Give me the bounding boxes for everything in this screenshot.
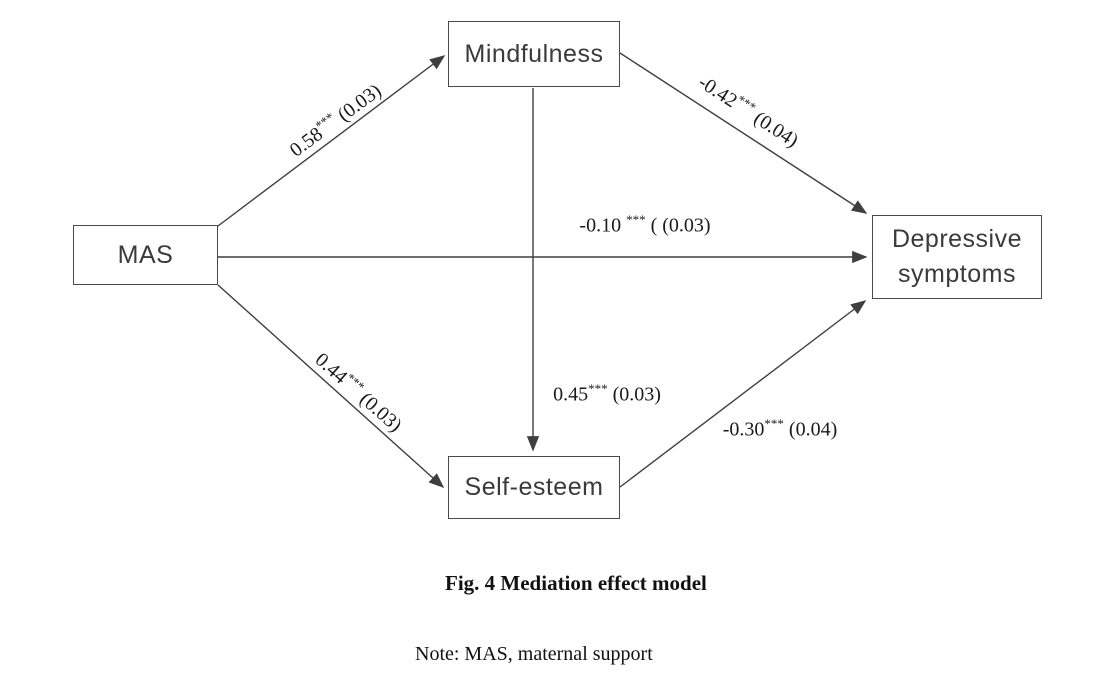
coef-value: -0.10 <box>579 214 627 237</box>
node-mindfulness-label: Mindfulness <box>464 39 604 68</box>
node-mindfulness: Mindfulness <box>448 21 620 87</box>
coef-label-mindfulness-selfesteem: 0.45*** (0.03) <box>553 380 661 407</box>
node-depressive-line2: symptoms <box>898 260 1016 288</box>
coef-value: -0.30 <box>722 418 765 441</box>
coef-label-selfesteem-depressive: -0.30*** (0.04) <box>722 415 838 442</box>
coef-se: (0.04) <box>783 418 838 441</box>
coef-stars: *** <box>764 415 784 431</box>
node-self-esteem-label: Self-esteem <box>464 473 604 501</box>
node-depressive-symptoms: Depressive symptoms <box>872 215 1042 299</box>
arrow-mindfulness-to-depressive <box>619 52 868 214</box>
arrow-selfesteem-to-depressive <box>619 300 867 488</box>
node-depressive-symptoms-label: Depressive symptoms <box>892 222 1022 292</box>
node-mas: MAS <box>73 225 218 285</box>
coef-se: (0.03) <box>607 383 661 406</box>
coef-value: 0.45 <box>553 383 589 406</box>
node-depressive-line1: Depressive <box>891 225 1023 253</box>
coef-stars: *** <box>626 211 646 227</box>
node-mas-label: MAS <box>117 240 174 269</box>
arrow-mas-to-mindfulness <box>217 55 446 227</box>
figure-note: Note: MAS, maternal support <box>415 643 653 665</box>
node-self-esteem: Self-esteem <box>448 456 620 519</box>
coef-se: ( (0.03) <box>645 214 711 237</box>
arrow-mas-to-selfesteem <box>217 284 445 489</box>
coef-label-mas-depressive: -0.10 *** ( (0.03) <box>579 211 711 238</box>
coef-stars: *** <box>588 380 608 396</box>
figure-caption: Fig. 4 Mediation effect model <box>445 571 707 595</box>
